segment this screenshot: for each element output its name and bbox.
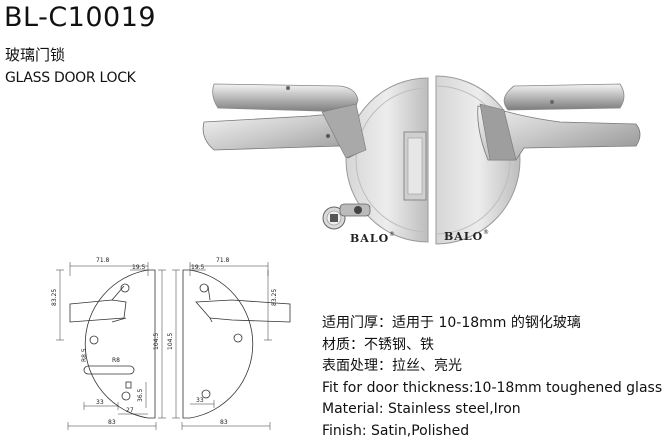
dim-19-5-right: 19.5 bbox=[191, 264, 205, 271]
back-handle-right bbox=[504, 84, 624, 110]
dim-33: 33 bbox=[96, 399, 104, 406]
dim-83-right: 83 bbox=[220, 419, 228, 426]
dim-83: 83 bbox=[108, 419, 116, 426]
lock-photo: BALO BALO ® ® bbox=[203, 76, 640, 245]
dim-width-71-8-right: 71.8 bbox=[216, 257, 230, 264]
technical-drawing-right bbox=[172, 262, 290, 430]
spec-material-en: Material: Stainless steel,Iron bbox=[322, 399, 662, 421]
dim-27: 27 bbox=[126, 407, 134, 414]
left-drawing-dimensions: 71.8 19.5 83.25 104.5 R8 R8.5 36.5 33 27… bbox=[51, 257, 160, 426]
dim-33-right: 33 bbox=[196, 397, 204, 404]
dim-r8-5: R8.5 bbox=[81, 348, 88, 362]
specifications: 适用门厚：适用于 10-18mm 的钢化玻璃 材质：不锈钢、铁 表面处理：拉丝、… bbox=[322, 313, 662, 442]
dim-83-25: 83.25 bbox=[51, 289, 58, 306]
back-handle-left bbox=[213, 84, 358, 112]
spec-material-cn: 材质：不锈钢、铁 bbox=[322, 335, 662, 357]
dim-19-5: 19.5 bbox=[132, 264, 146, 271]
registered-mark-right: ® bbox=[483, 229, 489, 236]
right-drawing-dimensions: 71.8 19.5 83.25 104.5 33 83 bbox=[167, 257, 278, 426]
registered-mark-left: ® bbox=[389, 231, 395, 238]
spec-door-thickness-cn: 适用门厚：适用于 10-18mm 的钢化玻璃 bbox=[322, 313, 662, 335]
dim-36-5: 36.5 bbox=[137, 388, 144, 402]
spec-finish-en: Finish: Satin,Polished bbox=[322, 421, 662, 442]
dim-83-25-right: 83.25 bbox=[271, 289, 278, 306]
dim-104-5: 104.5 bbox=[153, 333, 160, 350]
spec-door-thickness-en: Fit for door thickness:10-18mm toughened… bbox=[322, 378, 662, 400]
dim-width-71-8: 71.8 bbox=[96, 257, 110, 264]
dim-104-5-right: 104.5 bbox=[167, 333, 174, 350]
dim-r8: R8 bbox=[112, 357, 120, 364]
technical-drawing-left bbox=[56, 262, 166, 430]
brand-logo-left: BALO bbox=[350, 232, 389, 245]
brand-logo-right: BALO bbox=[444, 230, 483, 243]
spec-finish-cn: 表面处理：拉丝、亮光 bbox=[322, 356, 662, 378]
key-cylinder bbox=[323, 204, 370, 229]
